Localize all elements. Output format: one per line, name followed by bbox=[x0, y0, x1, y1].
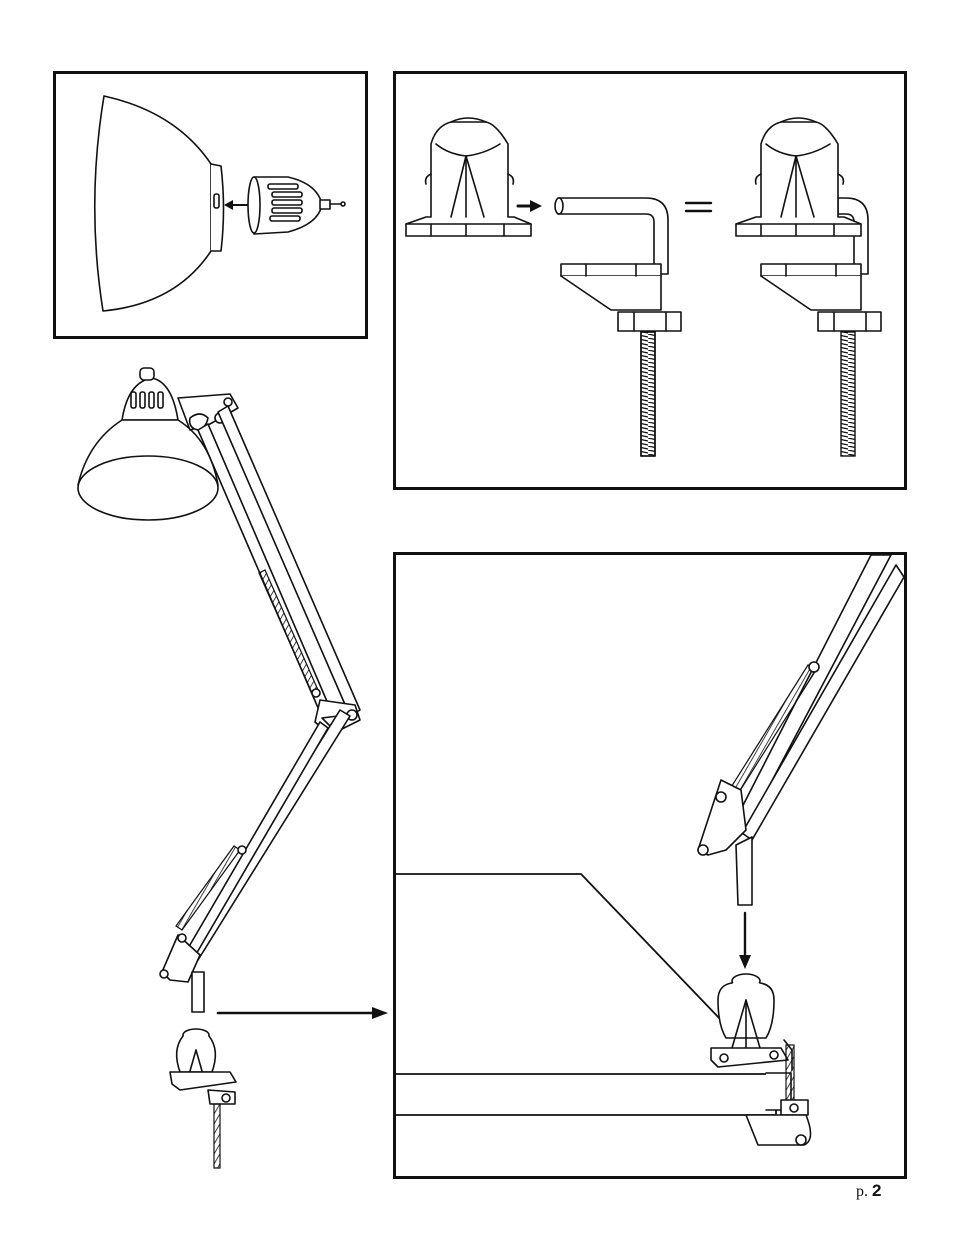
lamp-socket bbox=[248, 177, 345, 234]
page-number-value: 2 bbox=[872, 1181, 881, 1200]
lower-joint-closeup bbox=[698, 780, 752, 905]
lower-arm bbox=[176, 710, 350, 968]
shade-socket-panel bbox=[53, 71, 368, 339]
lower-arm-closeup bbox=[728, 555, 904, 840]
assembled-base-clamp bbox=[736, 118, 881, 456]
full-lamp-figure bbox=[60, 360, 450, 1170]
page-number: p. 2 bbox=[856, 1181, 881, 1201]
table-clamp bbox=[555, 198, 681, 456]
upper-arm bbox=[198, 406, 360, 724]
lamp-shade bbox=[95, 96, 211, 311]
lamp-head bbox=[78, 368, 218, 520]
down-arrow-icon bbox=[739, 913, 751, 969]
table-mount-figure bbox=[396, 555, 904, 1176]
base-clamp-panel bbox=[393, 71, 907, 490]
right-arrow-icon bbox=[518, 200, 542, 212]
page-number-prefix: p. bbox=[856, 1183, 868, 1200]
table-mount-panel bbox=[393, 552, 907, 1179]
lamp-base bbox=[406, 118, 531, 236]
mounted-base-clamp bbox=[711, 974, 811, 1145]
right-arrow-icon bbox=[218, 1007, 388, 1019]
lamp-base-clamp bbox=[170, 1029, 236, 1168]
equals-icon bbox=[686, 203, 711, 211]
shade-socket-figure bbox=[56, 74, 365, 336]
base-clamp-figure bbox=[396, 74, 904, 487]
